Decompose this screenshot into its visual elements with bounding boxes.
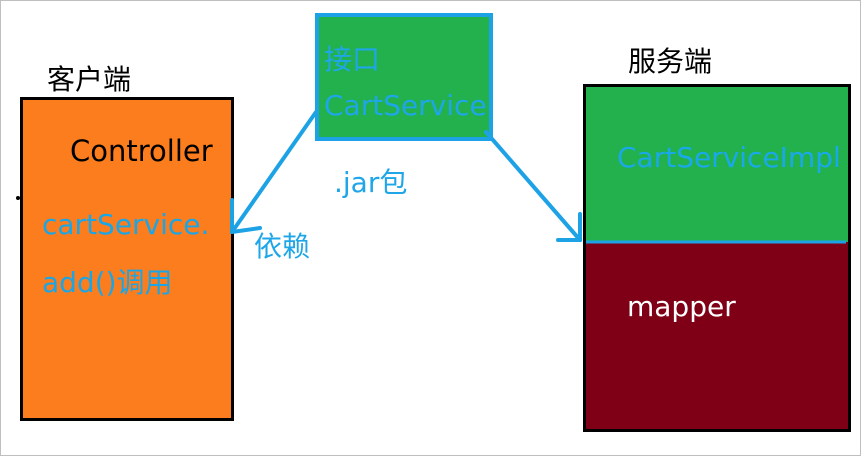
interface-label: 接口 bbox=[324, 43, 381, 76]
impl-section bbox=[586, 87, 848, 242]
interface-box bbox=[315, 13, 493, 141]
impl-label: CartServiceImpl bbox=[617, 141, 841, 174]
call-text-line2: add()调用 bbox=[42, 266, 173, 299]
stray-dot bbox=[16, 196, 20, 200]
client-box bbox=[20, 97, 234, 421]
client-title: 客户端 bbox=[47, 63, 132, 96]
server-title: 服务端 bbox=[628, 45, 713, 78]
controller-label: Controller bbox=[70, 134, 213, 168]
call-text-line1: cartService. bbox=[42, 208, 210, 241]
interface-name: CartService bbox=[324, 89, 487, 122]
mapper-label: mapper bbox=[627, 290, 736, 323]
mapper-section bbox=[586, 242, 848, 426]
jar-label: .jar包 bbox=[334, 166, 408, 199]
dependency-label: 依赖 bbox=[254, 230, 311, 263]
